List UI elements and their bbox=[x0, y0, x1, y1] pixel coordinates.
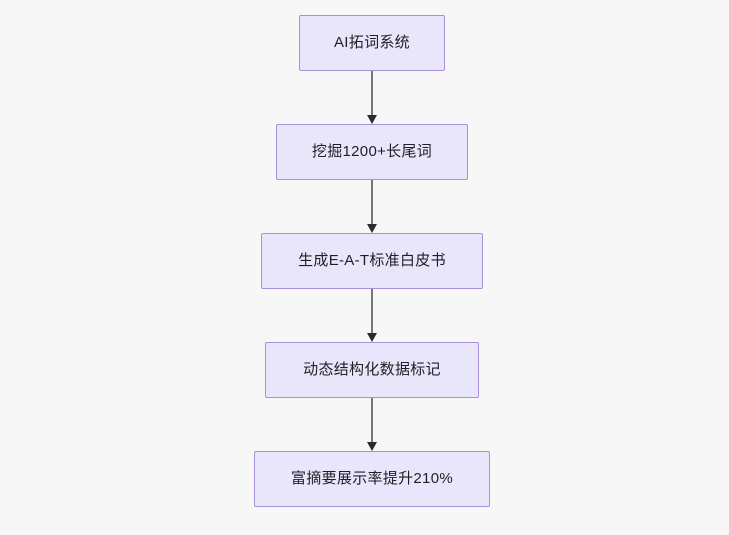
flow-node-n2[interactable]: 挖掘1200+长尾词 bbox=[276, 124, 468, 180]
edge-line bbox=[371, 180, 373, 225]
flow-node-label: 动态结构化数据标记 bbox=[303, 361, 441, 378]
flow-node-n1[interactable]: AI拓词系统 bbox=[299, 15, 445, 71]
arrowhead-icon bbox=[367, 333, 377, 342]
flow-edge-n1-n2 bbox=[360, 71, 384, 124]
flow-node-label: 富摘要展示率提升210% bbox=[291, 470, 453, 487]
edge-line bbox=[371, 289, 373, 334]
arrowhead-icon bbox=[367, 115, 377, 124]
flow-node-label: AI拓词系统 bbox=[334, 34, 410, 51]
flow-node-n3[interactable]: 生成E-A-T标准白皮书 bbox=[261, 233, 483, 289]
arrowhead-icon bbox=[367, 224, 377, 233]
flow-node-n5[interactable]: 富摘要展示率提升210% bbox=[254, 451, 490, 507]
flow-node-label: 挖掘1200+长尾词 bbox=[311, 143, 433, 160]
flow-edge-n4-n5 bbox=[360, 398, 384, 451]
edge-line bbox=[371, 71, 373, 116]
flow-edge-n3-n4 bbox=[360, 289, 384, 342]
edge-line bbox=[371, 398, 373, 443]
arrowhead-icon bbox=[367, 442, 377, 451]
flow-node-label: 生成E-A-T标准白皮书 bbox=[298, 252, 446, 269]
flow-node-n4[interactable]: 动态结构化数据标记 bbox=[265, 342, 479, 398]
flow-edge-n2-n3 bbox=[360, 180, 384, 233]
